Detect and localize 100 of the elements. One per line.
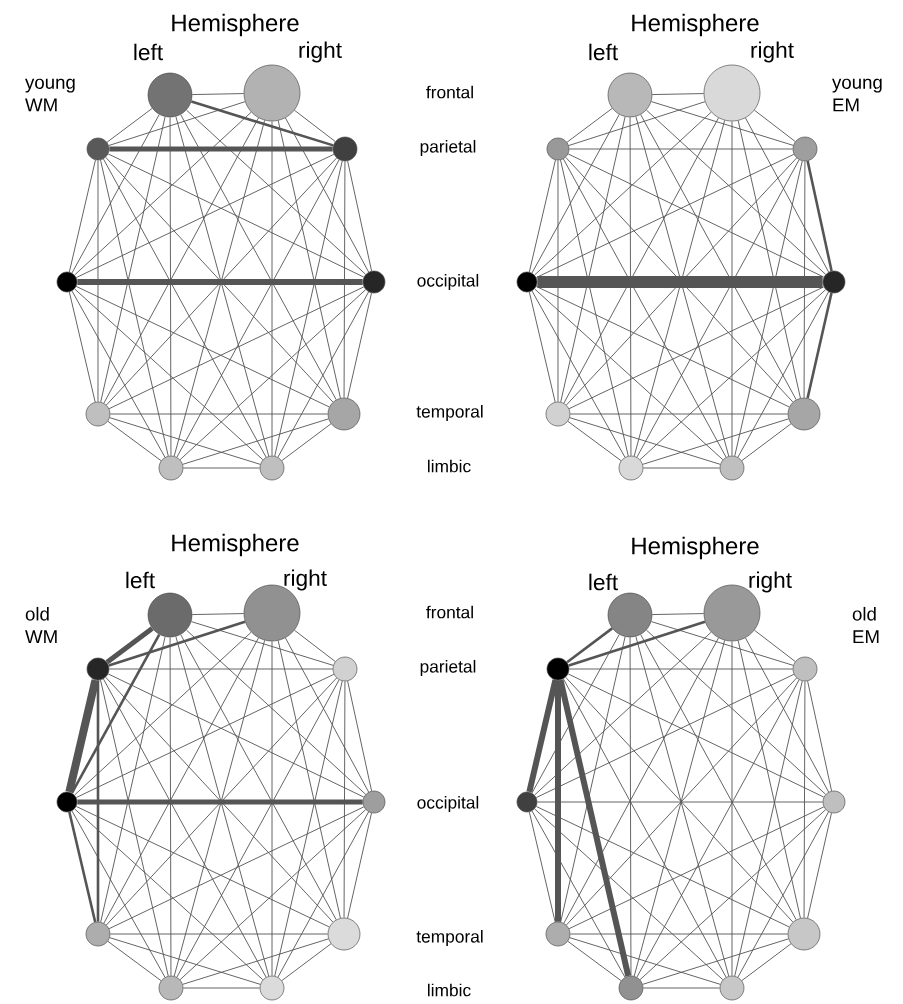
- region-node: [822, 270, 846, 294]
- connection-line: [569, 933, 789, 935]
- region-node: [332, 656, 358, 682]
- connection-line: [109, 933, 329, 935]
- connection-line: [70, 633, 161, 794]
- region-node: [545, 921, 571, 947]
- connection-line: [528, 159, 556, 273]
- region-node: [158, 455, 184, 481]
- region-node: [259, 975, 285, 1001]
- region-node: [618, 975, 644, 1001]
- connection-line: [277, 291, 369, 458]
- text-label: frontal: [426, 85, 473, 99]
- region-node: [259, 455, 285, 481]
- connection-line: [191, 93, 245, 96]
- connection-line: [642, 938, 789, 985]
- region-node: [546, 657, 570, 681]
- connection-line: [737, 120, 801, 399]
- connection-line: [347, 292, 372, 399]
- connection-line: [294, 109, 336, 142]
- text-label: right: [749, 571, 792, 593]
- region-node: [516, 791, 538, 813]
- connection-line: [109, 413, 329, 415]
- region-node: [516, 271, 538, 293]
- connection-line: [806, 160, 833, 272]
- connection-line: [555, 680, 561, 922]
- connection-line: [347, 812, 372, 919]
- connection-line: [639, 809, 827, 981]
- connection-line: [651, 93, 705, 96]
- connection-line: [106, 107, 153, 143]
- connection-line: [807, 812, 832, 919]
- connection-line: [108, 806, 365, 930]
- connection-line: [277, 640, 341, 919]
- region-node: [618, 455, 644, 481]
- text-label: parietal: [420, 659, 476, 677]
- connection-line: [629, 116, 632, 457]
- connection-line: [190, 100, 334, 147]
- connection-line: [74, 111, 252, 276]
- text-label: left: [589, 573, 618, 591]
- connection-line: [75, 673, 335, 798]
- connection-line: [274, 160, 343, 457]
- region-node: [86, 137, 110, 161]
- connection-line: [534, 808, 724, 981]
- connection-line: [557, 159, 559, 403]
- connection-line: [528, 291, 556, 403]
- connection-line: [741, 943, 792, 982]
- text-label: frontal: [426, 605, 473, 619]
- text-label: right: [284, 569, 327, 591]
- region-node: [327, 917, 361, 951]
- connection-line: [731, 120, 733, 457]
- connection-line: [568, 668, 794, 670]
- connection-line: [636, 679, 800, 978]
- connection-line: [803, 160, 806, 399]
- text-label: young WM: [25, 78, 75, 112]
- connection-line: [169, 116, 172, 457]
- connection-line: [68, 811, 97, 923]
- text-label: limbic: [428, 983, 471, 997]
- connection-line: [734, 160, 803, 457]
- text-label: right: [751, 41, 794, 63]
- connection-line: [285, 117, 370, 273]
- connection-line: [180, 114, 337, 401]
- region-node: [86, 657, 110, 681]
- connection-line: [107, 940, 162, 982]
- connection-line: [347, 680, 373, 792]
- connection-line: [75, 806, 330, 928]
- connection-line: [639, 289, 827, 461]
- text-label: Hemisphere: [632, 13, 759, 37]
- connection-line: [531, 634, 620, 794]
- text-label: temporal: [416, 404, 483, 422]
- connection-line: [807, 680, 833, 792]
- region-node: [787, 397, 821, 431]
- connection-line: [182, 467, 261, 469]
- connection-line: [650, 621, 794, 666]
- connection-line: [567, 153, 825, 278]
- connection-line: [731, 640, 733, 977]
- connection-line: [285, 637, 370, 793]
- connection-line: [560, 636, 626, 923]
- region-node: [703, 64, 761, 122]
- connection-line: [176, 679, 340, 978]
- connection-line: [531, 290, 626, 458]
- connection-line: [566, 627, 613, 664]
- connection-line: [107, 673, 365, 798]
- text-label: occipital: [417, 273, 479, 291]
- connection-line: [568, 101, 706, 146]
- connection-line: [642, 418, 789, 465]
- connection-line: [186, 109, 367, 275]
- text-label: left: [126, 571, 155, 589]
- connection-line: [534, 111, 712, 276]
- connection-line: [534, 631, 712, 796]
- connection-line: [75, 286, 330, 408]
- text-label: left: [589, 43, 618, 61]
- connection-line: [563, 637, 719, 924]
- connection-line: [176, 159, 340, 458]
- connection-line: [74, 808, 264, 981]
- connection-line: [190, 621, 334, 666]
- region-node: [56, 271, 78, 293]
- connection-line: [535, 806, 790, 928]
- connection-line: [191, 613, 245, 616]
- text-label: old EM: [852, 606, 879, 644]
- connection-line: [646, 629, 827, 795]
- connection-line: [568, 620, 706, 667]
